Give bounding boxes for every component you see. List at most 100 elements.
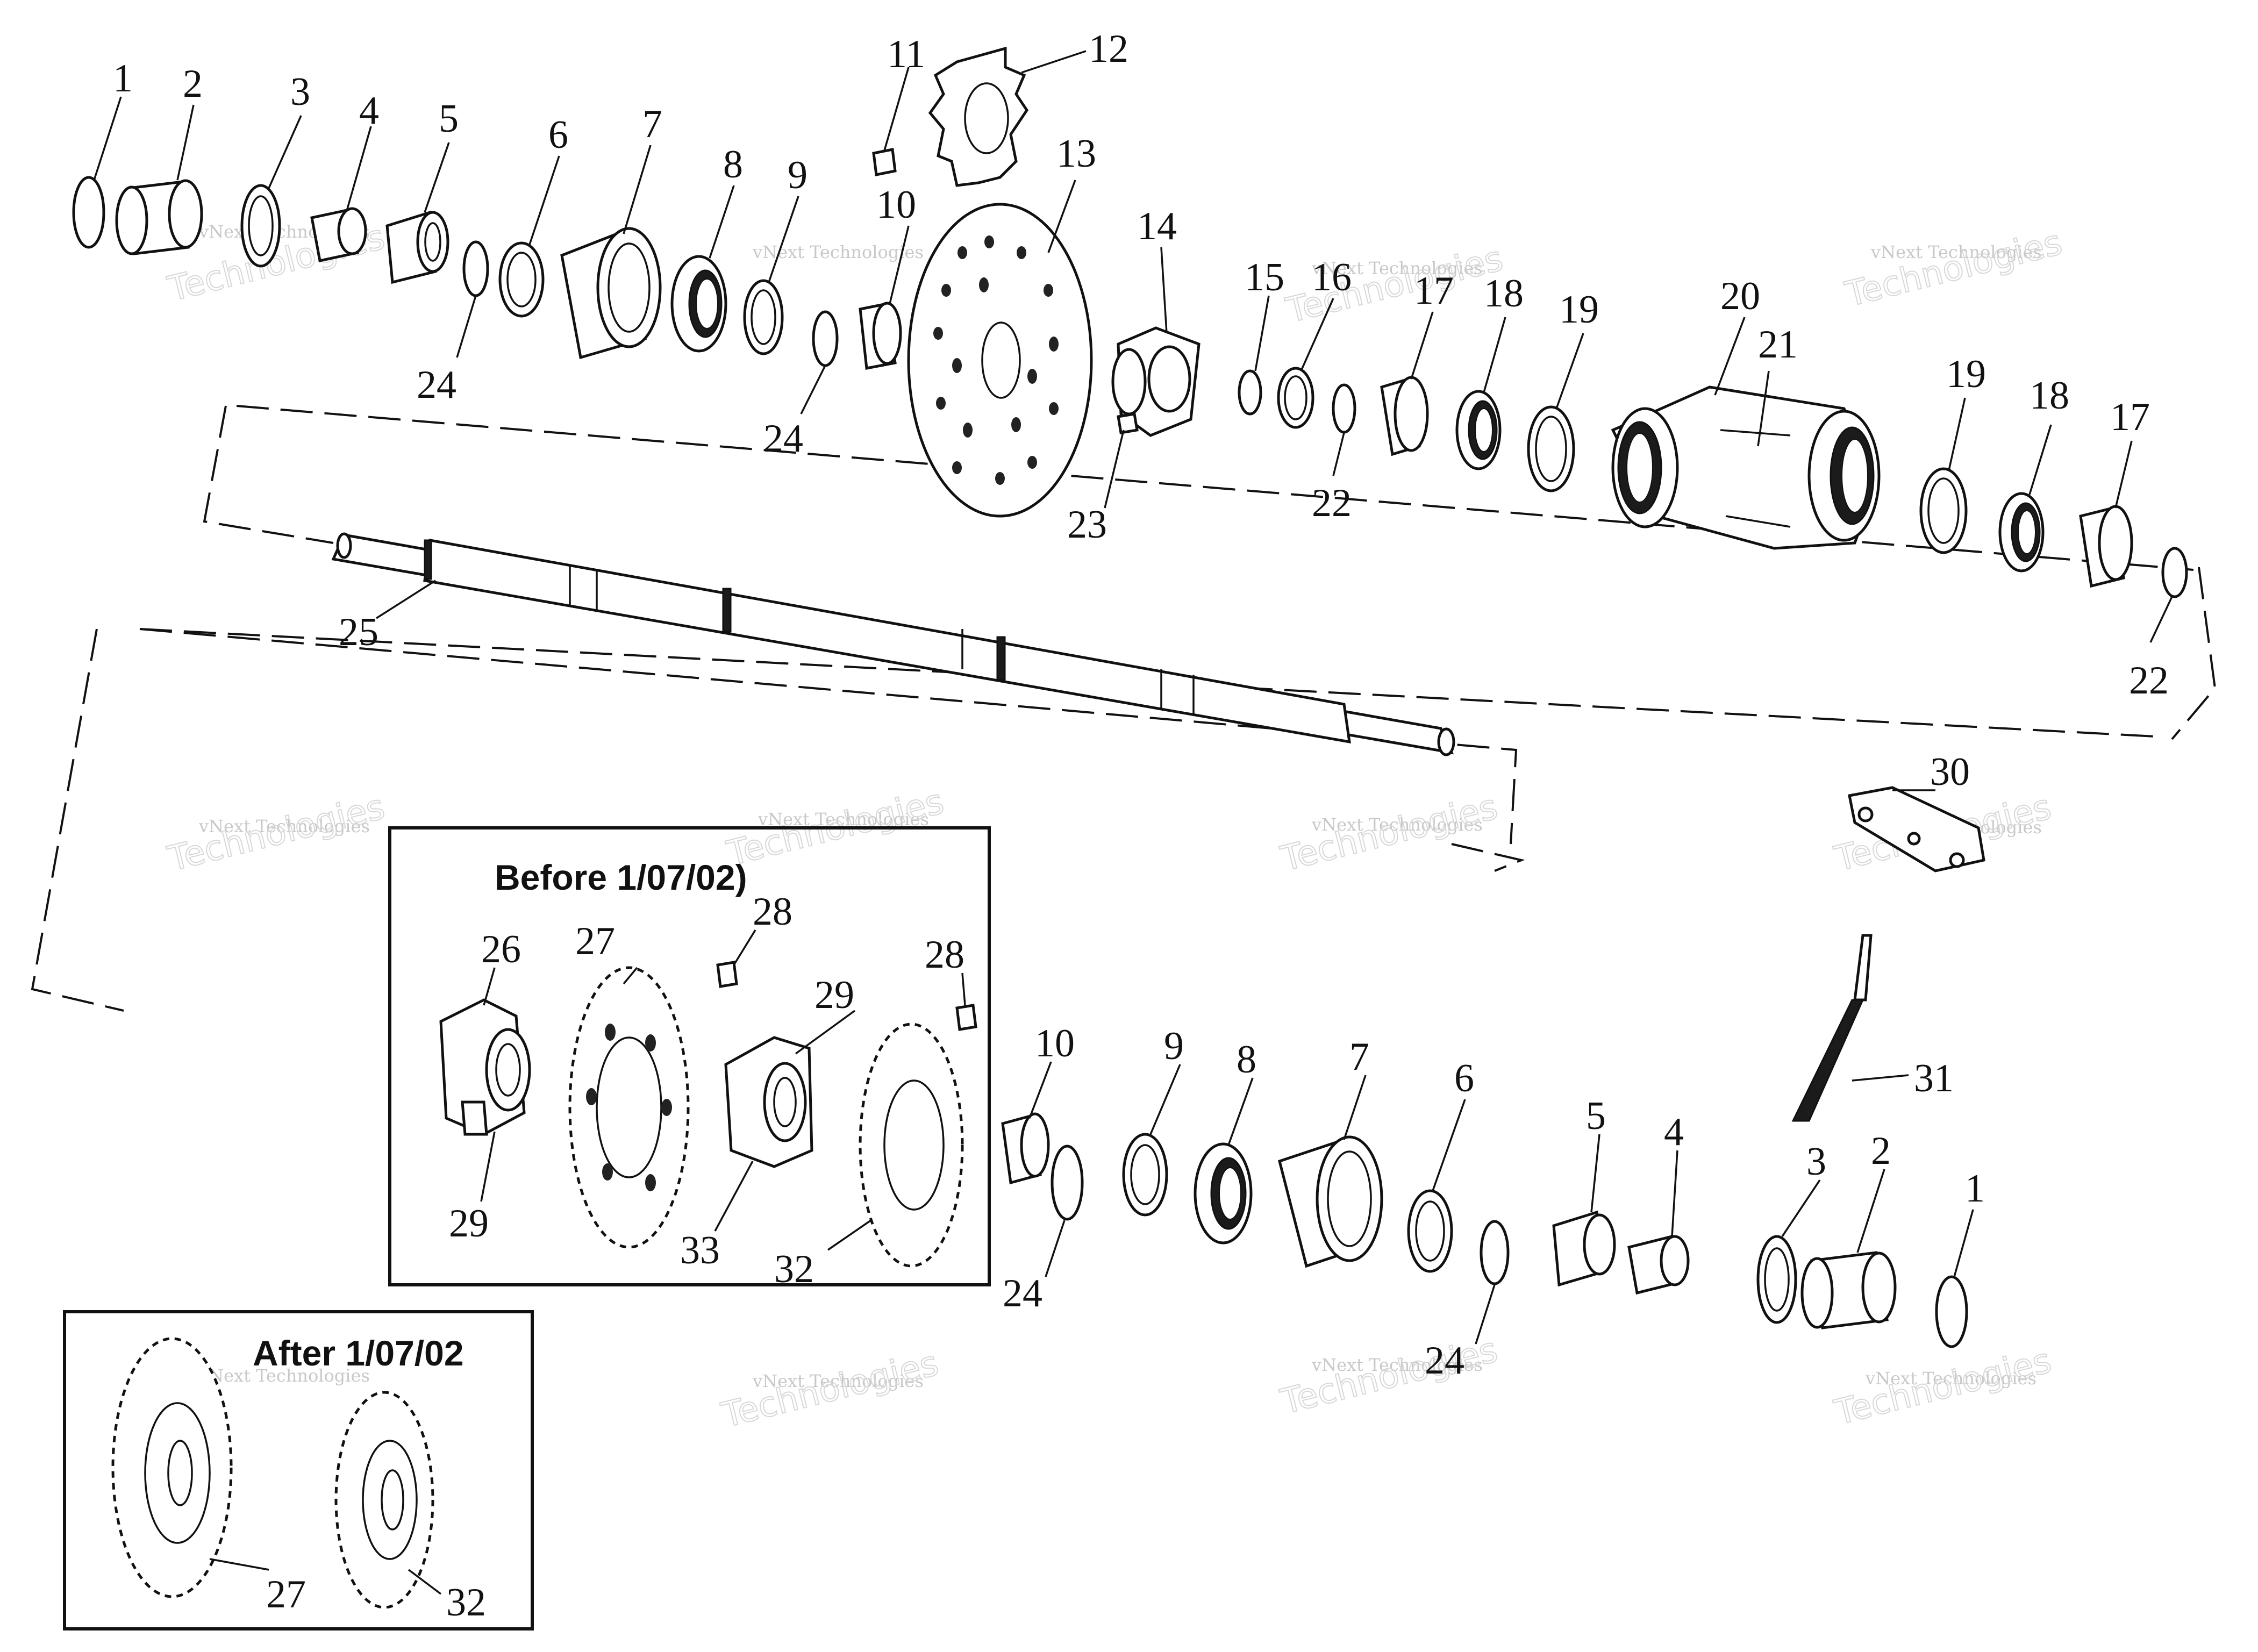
callout-9: 9 [788, 153, 808, 197]
sprocket-hub [439, 998, 531, 1136]
callout-22: 22 [1312, 481, 1352, 525]
brake-disc [907, 203, 1093, 518]
oil-seal [1194, 1142, 1253, 1245]
callout-18: 18 [1484, 271, 1524, 316]
callout-8: 8 [723, 142, 743, 187]
callout-11: 11 [887, 32, 925, 76]
callout-27: 27 [266, 1572, 306, 1617]
spacer-washer [1407, 1189, 1453, 1273]
o-ring [812, 310, 839, 367]
callout-29: 29 [449, 1202, 489, 1246]
brake-hub [1111, 326, 1201, 437]
callout-1: 1 [1965, 1167, 1985, 1211]
thrust-washer [1756, 1235, 1797, 1324]
watermark-text: vNext Technologies [198, 816, 370, 836]
callout-7: 7 [642, 102, 662, 146]
bearing-race [1380, 376, 1429, 456]
callout-16: 16 [1312, 255, 1352, 299]
callout-10: 10 [1035, 1021, 1075, 1065]
hex-nut [310, 207, 367, 262]
callout-9: 9 [1164, 1024, 1184, 1068]
inset-before: Before 1/07/02) [388, 826, 991, 1286]
callout-23: 23 [1067, 503, 1107, 547]
top-row-parts [72, 46, 2188, 598]
callout-numbers: 1 2 3 4 5 6 7 8 9 10 11 12 13 14 15 16 1… [113, 27, 2169, 1625]
watermark-text: Technologies [1831, 1341, 2055, 1433]
callout-32: 32 [446, 1581, 486, 1625]
bushing [1800, 1251, 1897, 1329]
callout-25: 25 [339, 610, 378, 654]
callout-12: 12 [1089, 27, 1128, 71]
lock-nut [872, 148, 897, 176]
callout-22: 22 [2129, 659, 2169, 703]
spacer-washer [498, 241, 545, 318]
bottom-row-parts [1001, 1112, 1968, 1348]
bearing-cup [1527, 405, 1575, 492]
main-bearing [1277, 1135, 1383, 1268]
callout-4: 4 [1664, 1110, 1684, 1154]
inset-before-title: Before 1/07/02) [495, 857, 747, 897]
leader-lines [93, 50, 2173, 1595]
callout-3: 3 [290, 70, 310, 114]
callout-24: 24 [1425, 1339, 1464, 1383]
spacer [1001, 1112, 1050, 1185]
sprocket-after-large [111, 1337, 233, 1598]
sprocket-after-small [334, 1391, 434, 1609]
o-ring [1238, 369, 1262, 416]
watermark-text: vNext Technologies [752, 1371, 924, 1391]
watermark-text: Technologies [164, 787, 389, 879]
needle-bearing [1552, 1210, 1616, 1287]
o-ring [1480, 1220, 1510, 1285]
callout-2: 2 [1871, 1129, 1891, 1173]
callout-26: 26 [481, 927, 521, 971]
callout-13: 13 [1056, 132, 1096, 176]
lock-nut [716, 961, 738, 988]
callout-31: 31 [1914, 1056, 1954, 1100]
callout-30: 30 [1930, 750, 1970, 794]
callout-7: 7 [1349, 1035, 1369, 1079]
callout-1: 1 [113, 56, 133, 101]
axle-shaft [331, 532, 1455, 756]
watermark-text: vNext Technologies [198, 1365, 370, 1386]
assembly-guide-lines [31, 405, 2217, 1012]
mounting-flange [928, 46, 1029, 187]
callout-17: 17 [2110, 395, 2150, 439]
callout-24: 24 [763, 417, 803, 461]
bushing [115, 179, 203, 255]
callout-10: 10 [876, 183, 916, 227]
o-ring [1051, 1145, 1084, 1221]
callout-17: 17 [1414, 269, 1454, 313]
callout-3: 3 [1806, 1140, 1826, 1184]
callout-19: 19 [1946, 352, 1986, 396]
callout-5: 5 [439, 97, 459, 141]
chain-guide [1848, 786, 1985, 873]
watermark-text: vNext Technologies [752, 242, 924, 262]
callout-28: 28 [753, 890, 792, 934]
o-ring [2161, 547, 2188, 598]
watermark-text: vNext Technologies [758, 809, 929, 829]
watermark-text: vNext Technologies [1870, 242, 2042, 262]
watermark-text: vNext Technologies [1311, 1355, 1483, 1375]
watermark-text: vNext Technologies [1311, 258, 1483, 278]
watermark-text: Technologies [718, 1343, 942, 1436]
callout-32: 32 [774, 1247, 814, 1291]
callout-19: 19 [1559, 288, 1599, 332]
callout-18: 18 [2030, 374, 2069, 418]
callout-4: 4 [359, 89, 379, 133]
main-bearing [560, 227, 662, 360]
seal-ring [743, 279, 784, 355]
sprocket-before-small [859, 1022, 964, 1268]
drive-chain [1791, 934, 1873, 1122]
callout-24: 24 [417, 363, 456, 407]
callout-5: 5 [1586, 1094, 1606, 1138]
axle-housing [1611, 385, 1881, 550]
snap-ring [1935, 1275, 1968, 1348]
callout-27: 27 [575, 919, 615, 963]
snap-ring [72, 176, 105, 249]
watermark-text: Technologies [1841, 223, 2066, 315]
watermark-text: vNext Technologies [1865, 1368, 2037, 1389]
watermark-text: Technologies [1277, 787, 1502, 879]
spacer [859, 302, 902, 370]
callout-15: 15 [1245, 255, 1284, 299]
